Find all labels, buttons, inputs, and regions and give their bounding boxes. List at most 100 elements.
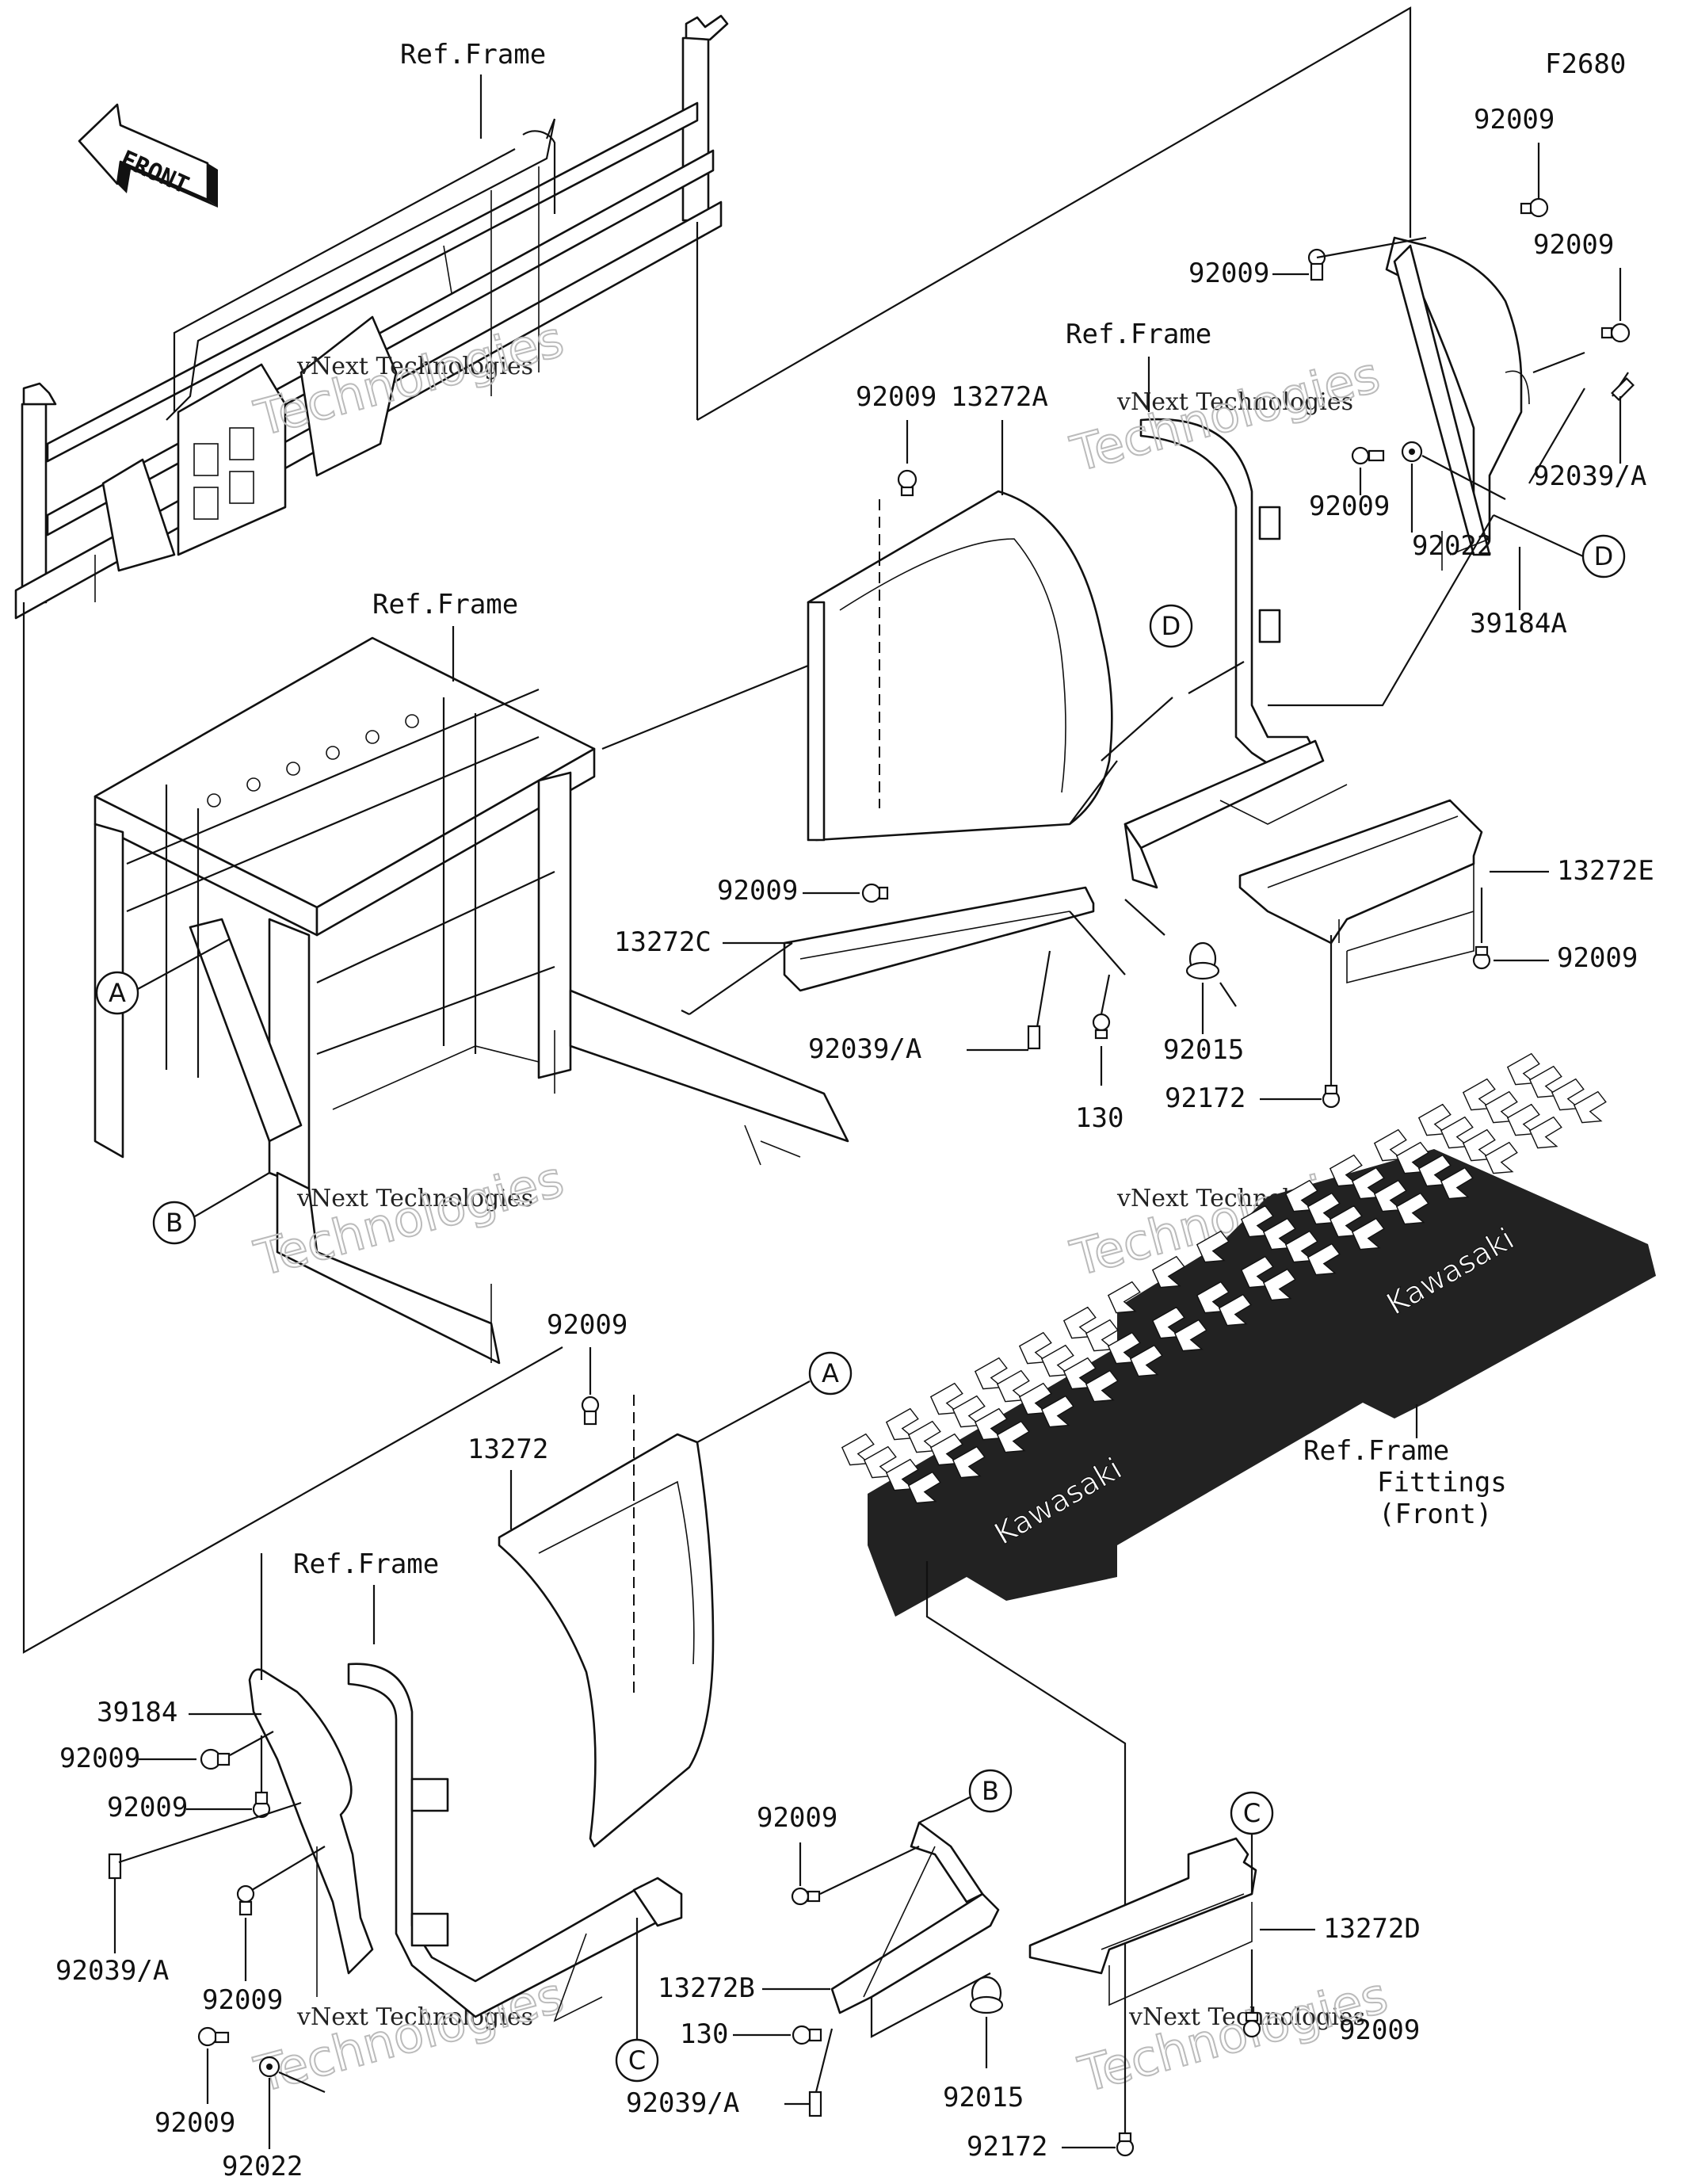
part-13272a-fender — [807, 490, 1118, 842]
washer-92022-a-icon — [1401, 441, 1423, 463]
svg-text:C: C — [628, 2045, 646, 2075]
label-92009-13272e: 92009 — [1557, 942, 1638, 974]
label-92172-upper: 92172 — [1165, 1082, 1246, 1114]
mat-chevron — [1218, 1293, 1252, 1327]
mat-chevron — [1107, 1331, 1141, 1365]
mat-chevron — [952, 1445, 986, 1479]
label-92009-top-right-a: 92009 — [1474, 104, 1555, 136]
mat-chevron — [1373, 1128, 1407, 1162]
bolt-92009-b-icon — [861, 883, 889, 903]
mat-chevron — [929, 1433, 963, 1466]
mat-chevron — [1018, 1331, 1052, 1365]
floor-mat-drawing: Kawasaki Kawasaki — [841, 1052, 1656, 1617]
label-13272c: 13272C — [614, 926, 711, 958]
bolt-92009-l-icon — [197, 2026, 230, 2047]
label-13272b: 13272B — [658, 1972, 755, 2004]
mat-chevron — [1484, 1090, 1518, 1124]
main-frame-drawing — [93, 636, 849, 1365]
mat-chevron — [1506, 1103, 1540, 1136]
mat-chevron — [1573, 1090, 1607, 1124]
label-92039a-13272b: 92039/A — [626, 2087, 739, 2119]
part-39184a-guard — [1385, 236, 1530, 556]
mat-chevron — [1351, 1217, 1385, 1250]
part-13272-fender — [498, 1433, 715, 1848]
label-13272a: 13272A — [951, 381, 1048, 413]
lower-left-bracket-frame — [347, 1663, 683, 2022]
mat-chevron — [1262, 1268, 1296, 1301]
mat-chevron — [1307, 1192, 1341, 1225]
svg-text:A: A — [109, 978, 126, 1008]
label-92009-39184-a: 92009 — [59, 1743, 140, 1774]
label-92172-lower: 92172 — [967, 2131, 1047, 2163]
upper-frame-drawing — [14, 14, 729, 620]
callout-a-left: A — [95, 971, 139, 1015]
callout-c-right: C — [1230, 1791, 1274, 1835]
mat-chevron — [885, 1458, 919, 1491]
label-92009-bottom-left: 92009 — [155, 2107, 235, 2139]
mat-chevron — [929, 1382, 963, 1415]
bolt-130-b-icon — [792, 2025, 822, 2045]
label-92009-13272-bolt: 92009 — [547, 1309, 628, 1341]
rivet-92039a-a-icon — [1027, 950, 1051, 1050]
mat-chevron — [907, 1471, 941, 1504]
svg-text:D: D — [1594, 541, 1614, 571]
part-13272d-plate — [1028, 1837, 1257, 2006]
mat-chevron — [1062, 1306, 1097, 1339]
mat-chevron — [907, 1420, 941, 1453]
label-92009-13272b: 92009 — [757, 1802, 837, 1834]
mat-chevron — [1484, 1141, 1518, 1174]
mat-chevron — [1329, 1205, 1363, 1238]
mat-chevron — [1440, 1116, 1474, 1149]
callout-a-right: A — [808, 1351, 853, 1396]
bolt-92009-g-icon — [1472, 945, 1491, 970]
label-92015-upper: 92015 — [1163, 1034, 1244, 1066]
bolt-92009-d-icon — [1307, 248, 1326, 281]
svg-text:A: A — [822, 1358, 839, 1388]
rivet-92039a-d-icon — [808, 2028, 834, 2117]
callout-d-left: D — [1149, 604, 1193, 648]
mat-chevron — [1551, 1078, 1585, 1111]
part-13272b-bracket — [830, 1821, 1000, 2014]
svg-text:vNext Technologies: vNext Technologies — [1116, 388, 1353, 416]
leader-frame-to-39184 — [22, 602, 563, 1654]
mat-chevron — [1417, 1103, 1452, 1136]
mat-chevron — [1440, 1166, 1474, 1200]
mat-chevron — [1351, 1166, 1385, 1200]
grommet-92015-a-icon — [1185, 941, 1220, 980]
callout-d-right: D — [1581, 534, 1626, 578]
mat-chevron — [974, 1357, 1008, 1390]
mat-chevron — [1040, 1344, 1074, 1377]
mat-chevron — [1373, 1179, 1407, 1212]
label-92022-top-right: 92022 — [1412, 530, 1493, 562]
label-92009-39184-b: 92009 — [107, 1792, 188, 1823]
bolt-92009-f-icon — [1351, 446, 1385, 465]
mat-chevron — [1462, 1128, 1496, 1162]
bolt-92009-i-icon — [200, 1748, 231, 1770]
label-92009-top-right-c: 92009 — [1533, 229, 1614, 261]
mat-chevron — [1284, 1179, 1318, 1212]
mat-chevron — [1040, 1395, 1074, 1428]
callout-b-right: B — [968, 1769, 1013, 1813]
label-92022-bottom-left: 92022 — [222, 2151, 303, 2182]
label-ref-frame-mid: Ref.Frame — [372, 589, 518, 620]
label-130-a: 130 — [1075, 1102, 1123, 1134]
label-92039a-top-right: 92039/A — [1533, 460, 1646, 492]
mat-chevron — [1528, 1065, 1562, 1098]
mat-chevron — [1240, 1205, 1274, 1238]
mat-chevron — [996, 1369, 1030, 1403]
bolt-92009-c-icon — [1520, 197, 1549, 218]
bolt-92009-a-icon — [897, 469, 917, 497]
mat-chevron — [1196, 1230, 1230, 1263]
mat-chevron — [1240, 1255, 1274, 1289]
mat-chevron — [1262, 1217, 1296, 1250]
label-92009-top-right-b: 92009 — [1188, 258, 1269, 289]
bolt-92009-n-icon — [1242, 2011, 1261, 2038]
mat-chevron — [863, 1445, 897, 1479]
mat-chevron — [952, 1395, 986, 1428]
label-13272: 13272 — [467, 1434, 548, 1465]
svg-text:B: B — [166, 1208, 183, 1238]
label-ref-frame-fittings-3: (Front) — [1379, 1499, 1492, 1530]
label-92015-lower: 92015 — [943, 2082, 1024, 2113]
label-13272d: 13272D — [1323, 1913, 1421, 1945]
